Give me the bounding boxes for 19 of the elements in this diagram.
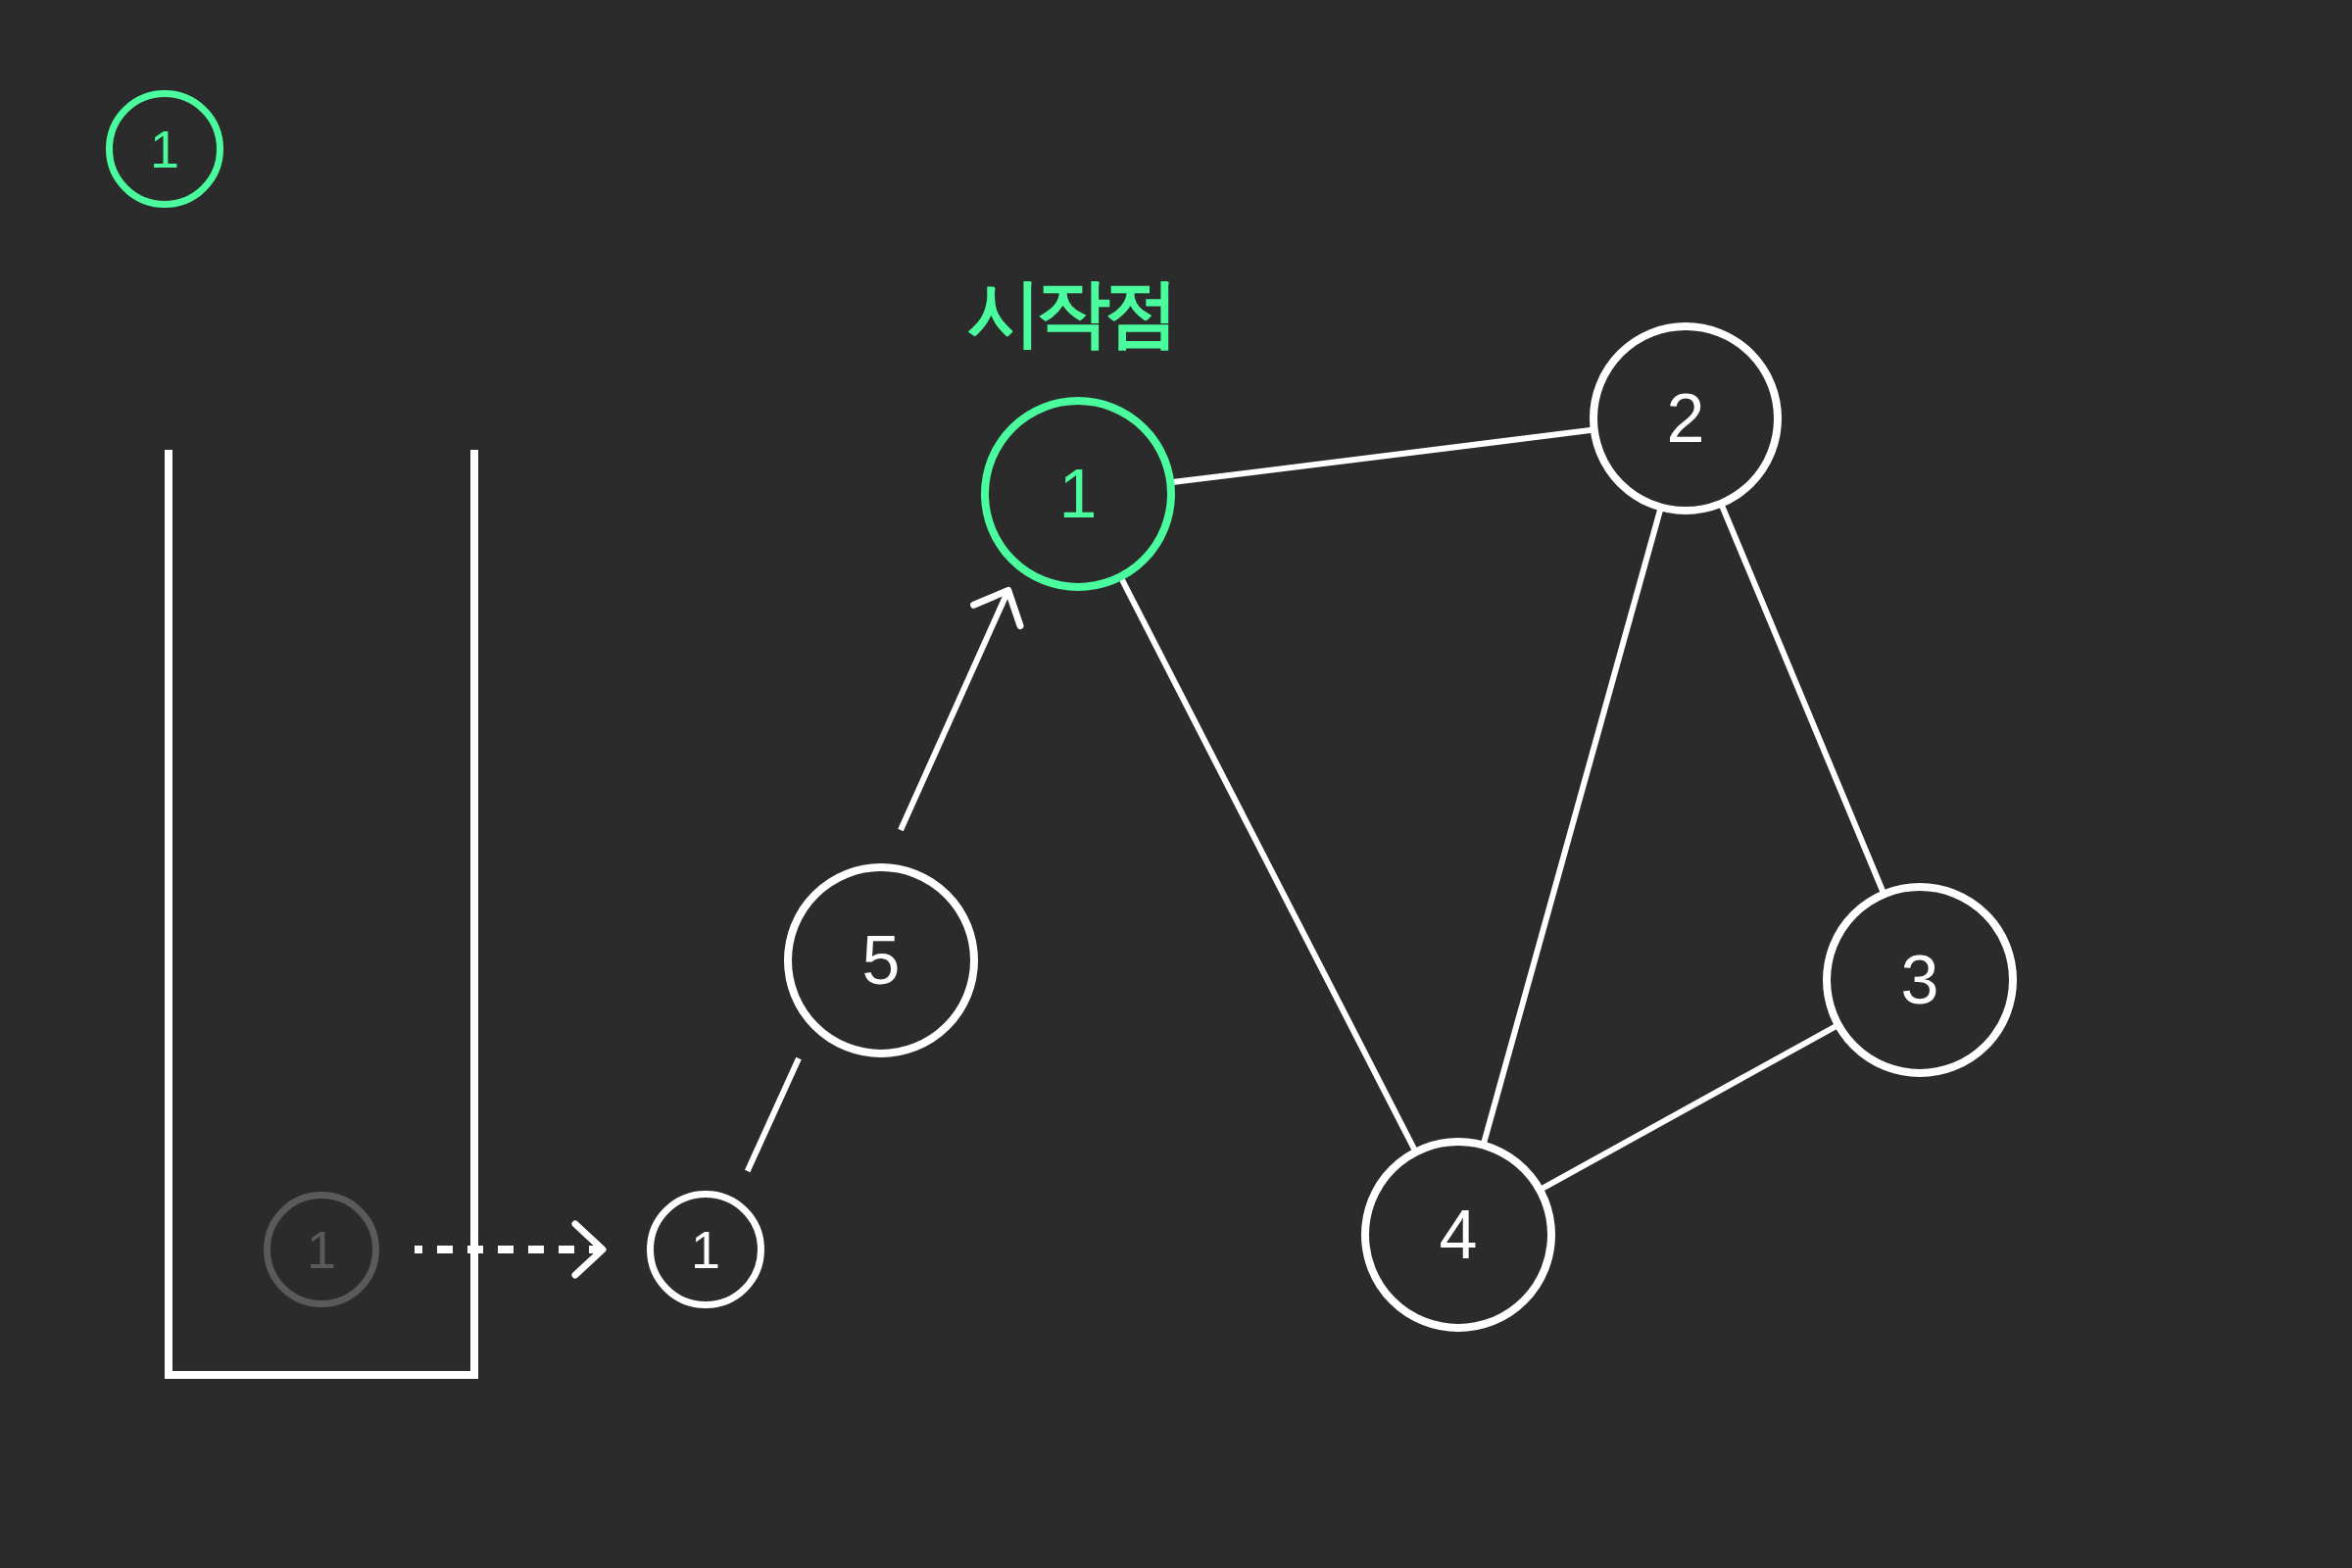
node-circle [1361,1138,1555,1332]
node-circle [106,90,223,208]
node-circle [1823,883,2017,1077]
arrow [898,586,1024,832]
node-circle [264,1192,379,1307]
node-number: 5 [861,926,901,995]
node-circle [784,863,978,1057]
node-circle [1590,322,1782,514]
dashed-arrow [415,1220,607,1279]
node-number: 2 [1666,384,1705,453]
edge-line [744,1056,802,1173]
node-number: 1 [1058,460,1098,528]
node-caption: 시작점 [967,275,1173,350]
node-number: 4 [1439,1200,1478,1269]
node-circle [647,1191,764,1308]
node-number: 1 [690,1223,720,1276]
stack-container [165,450,478,1379]
node-number: 1 [149,122,179,175]
node-number: 3 [1900,946,1939,1014]
